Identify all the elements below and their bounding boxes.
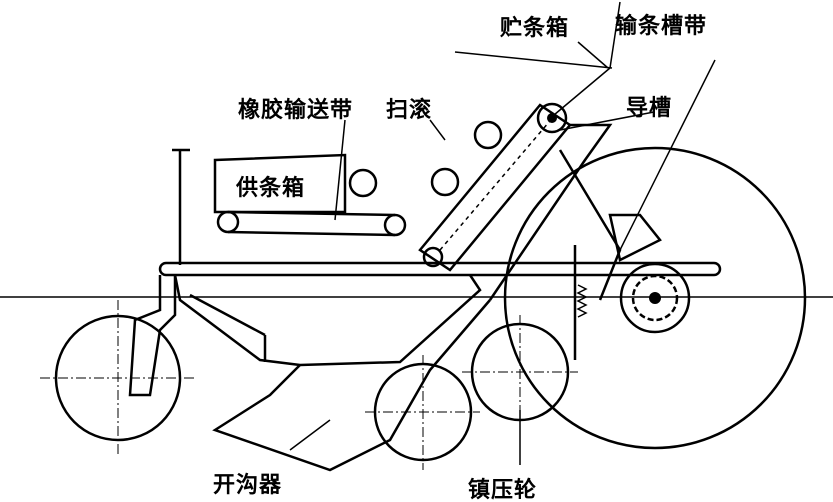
roller-1	[348, 168, 378, 198]
leader-lines	[289, 1, 716, 465]
label-storage-box: 贮条箱	[500, 16, 570, 41]
conveying-trough-belt	[418, 102, 572, 272]
label-conveying-trough-belt: 输条槽带	[615, 14, 708, 39]
label-furrow-opener: 开沟器	[213, 473, 283, 498]
large-wheel	[503, 146, 807, 450]
spring	[576, 284, 588, 318]
label-guide-trough: 导槽	[626, 96, 673, 121]
label-supply-box: 供条箱	[236, 176, 306, 201]
label-rubber-conveyor-belt: 橡胶输送带	[238, 98, 354, 123]
supply-box	[213, 153, 347, 214]
label-sweeping-roller: 扫滚	[386, 98, 433, 123]
guide-trough	[488, 123, 613, 301]
wheel-axle	[649, 292, 661, 304]
linkage-arm	[558, 149, 622, 301]
label-press-wheel: 镇压轮	[468, 478, 538, 502]
sweeping-roller	[473, 120, 503, 150]
front-shank	[128, 275, 177, 397]
lower-frame	[173, 274, 482, 367]
rubber-conveyor-belt	[216, 210, 407, 237]
roller-2	[430, 167, 460, 197]
furrow-opener	[212, 299, 491, 472]
